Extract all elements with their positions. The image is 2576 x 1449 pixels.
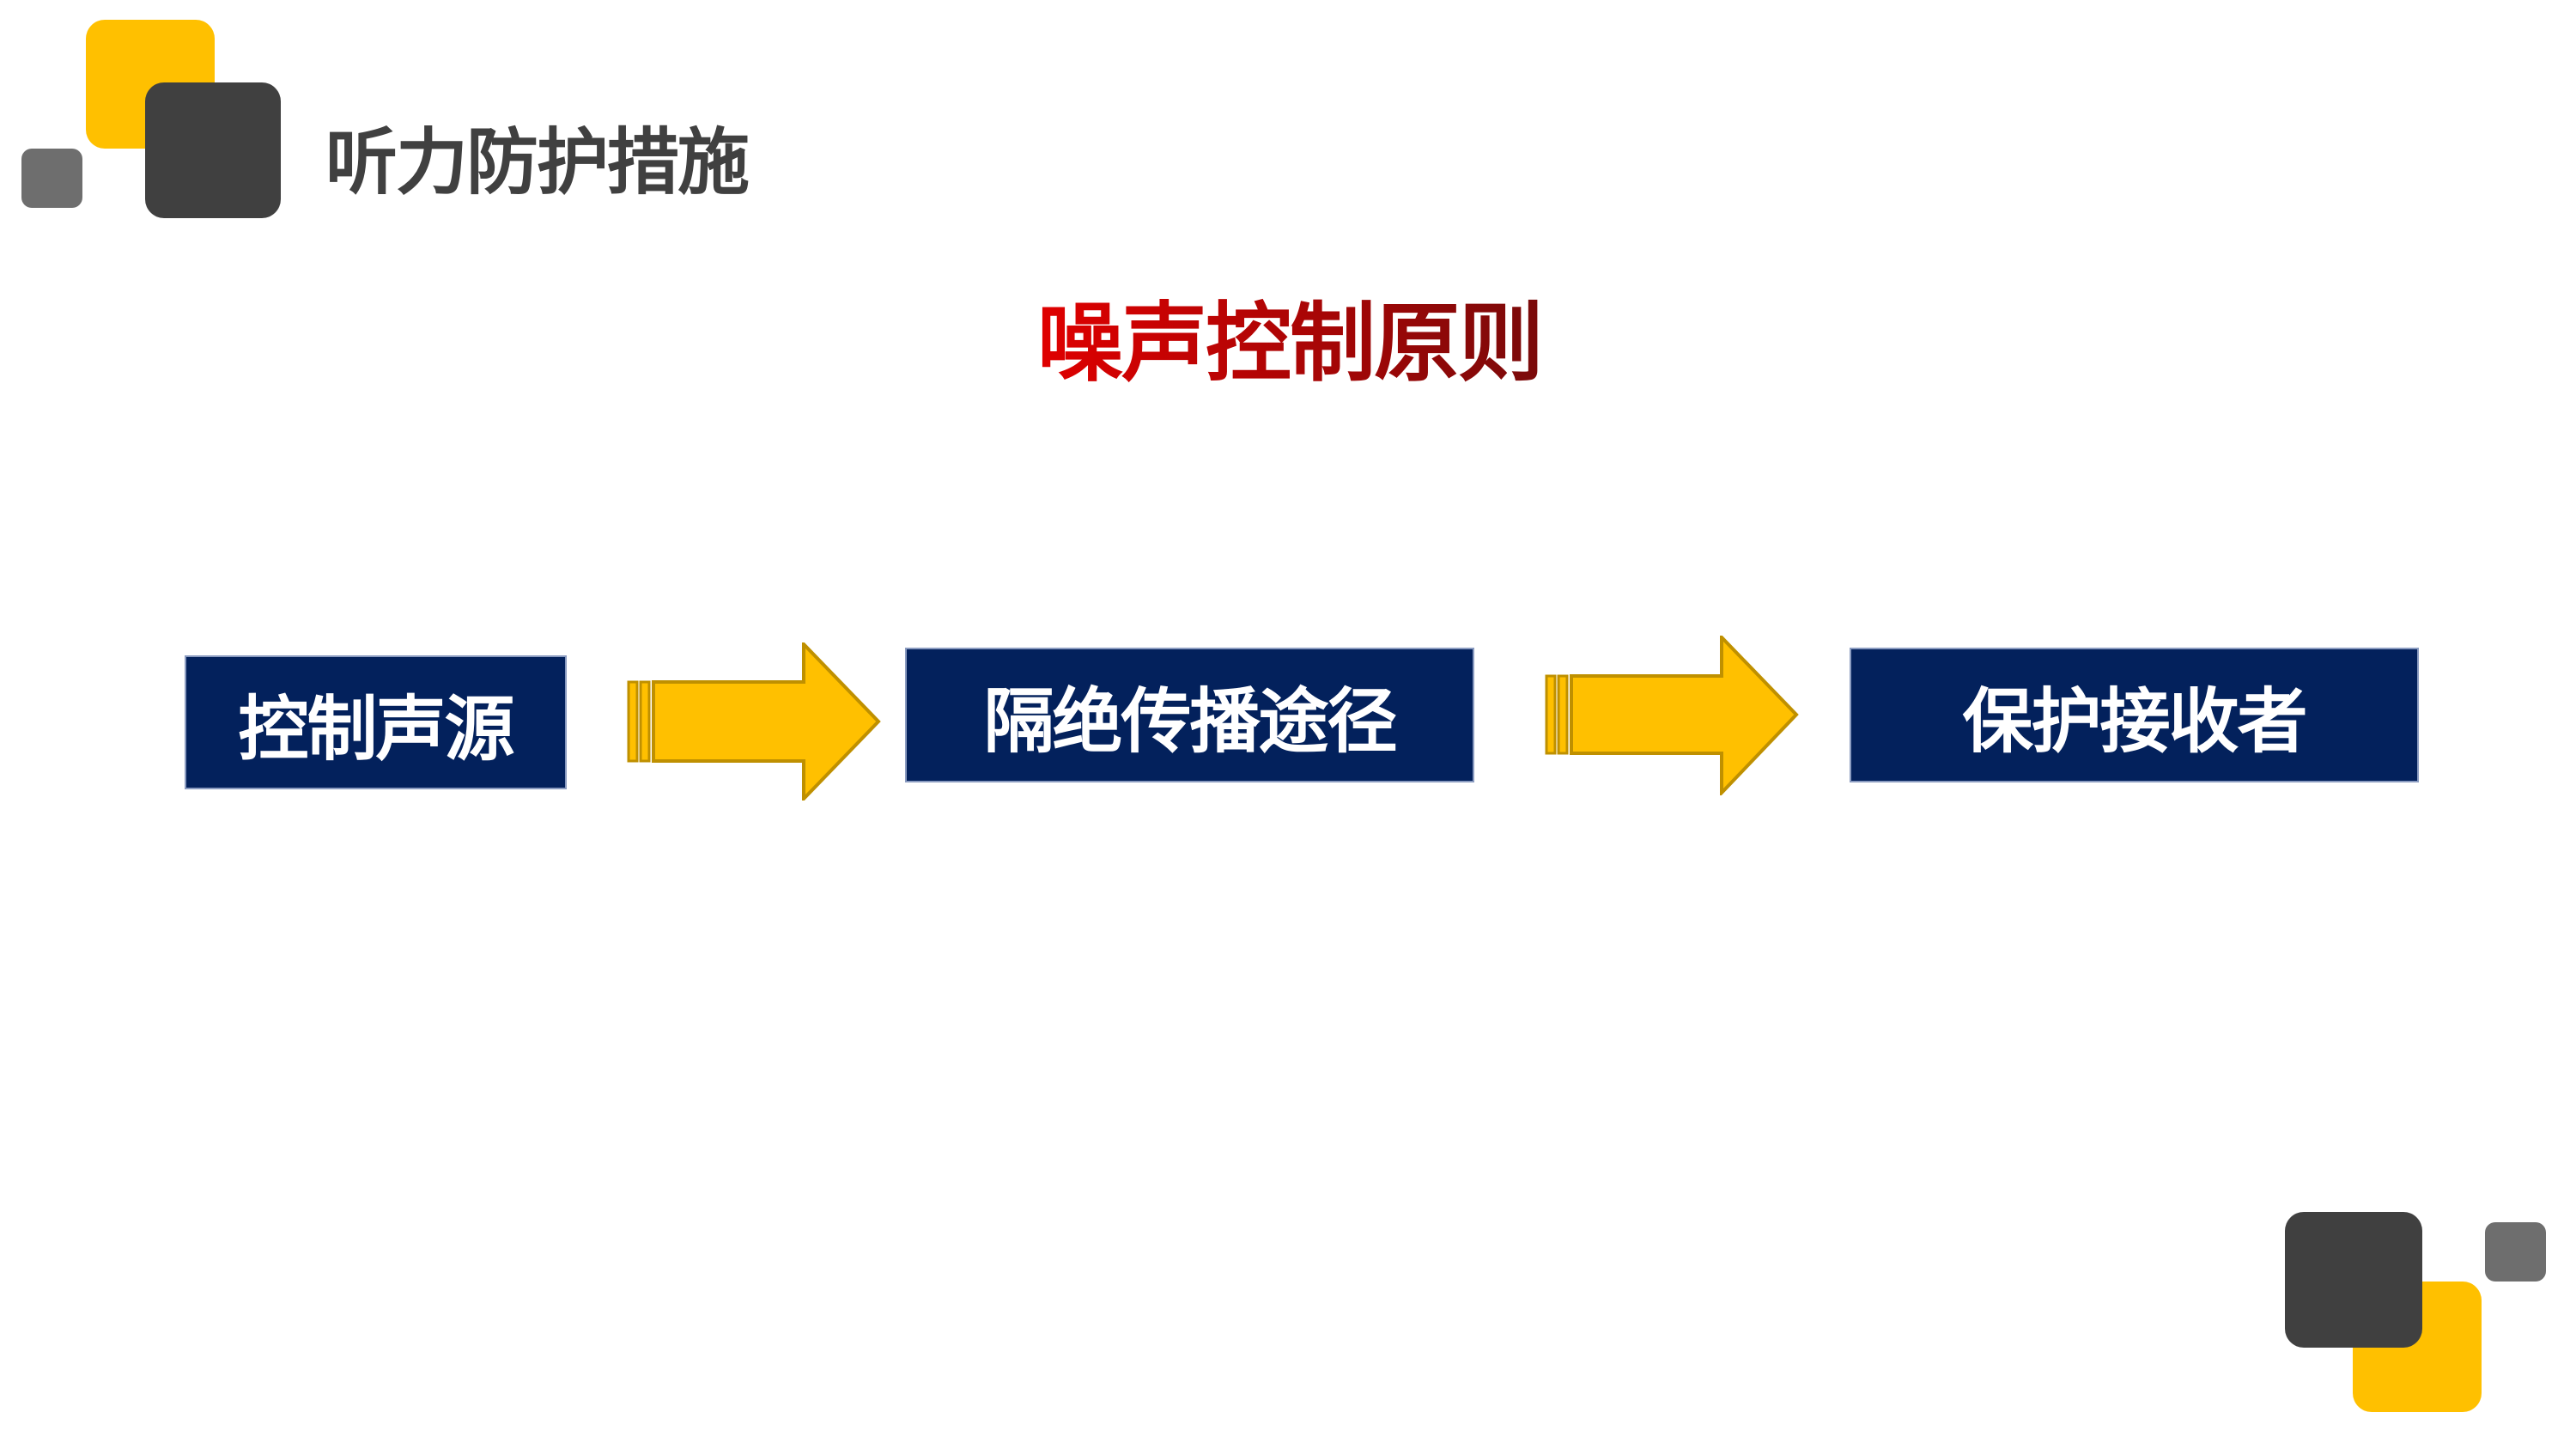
decor-gray-square bbox=[2485, 1222, 2546, 1282]
decor-dark-square bbox=[145, 82, 281, 218]
step-label: 控制声源 bbox=[238, 688, 514, 770]
step-label: 保护接收者 bbox=[1962, 681, 2307, 763]
page-title: 听力防护措施 bbox=[325, 120, 750, 204]
decor-gray-square bbox=[21, 149, 82, 208]
arrow-right-icon bbox=[627, 642, 881, 801]
step-block-path: 隔绝传播途径 bbox=[905, 648, 1474, 782]
section-subtitle: 噪声控制原则 bbox=[1037, 273, 1544, 398]
step-label: 隔绝传播途径 bbox=[983, 681, 1397, 763]
step-control-source: 控制声源 bbox=[185, 655, 567, 789]
decor-dark-square bbox=[2285, 1212, 2422, 1348]
arrow-right-icon bbox=[1545, 636, 1799, 795]
step-protect-receiver: 保护接收者 bbox=[1850, 648, 2419, 782]
